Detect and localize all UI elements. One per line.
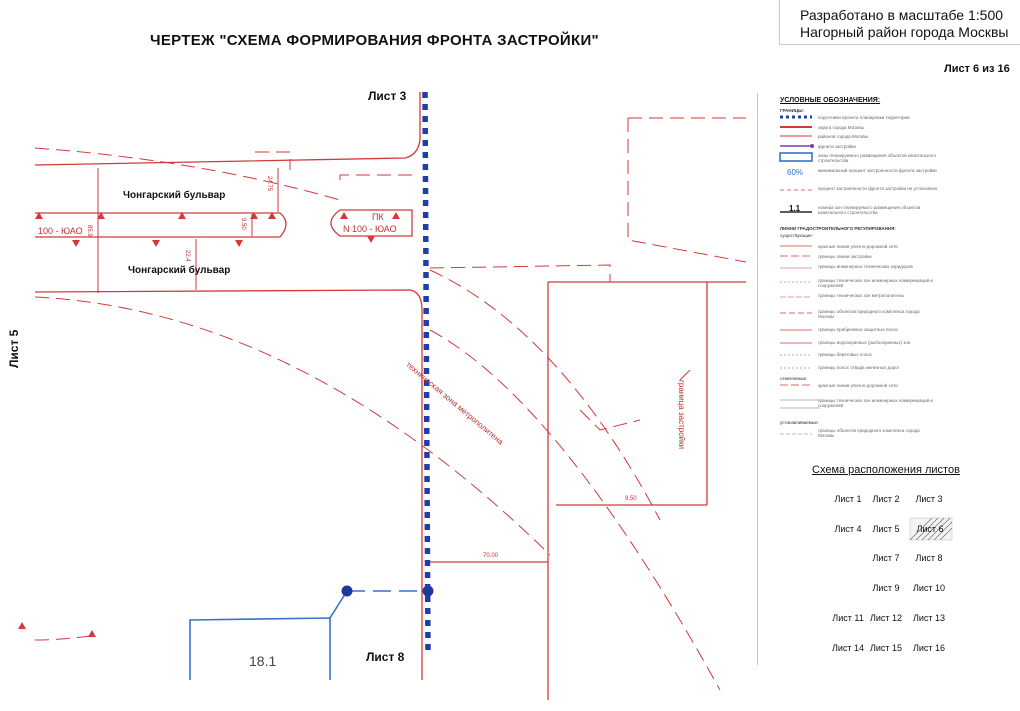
red-line-median-2 bbox=[330, 209, 413, 237]
district-note: Нагорный район города Москвы bbox=[800, 24, 1009, 40]
neighbor-sheet-bottom: Лист 8 bbox=[366, 650, 405, 664]
legend-pct-symbol: 60% bbox=[787, 168, 804, 177]
legend-item: красные линии улично-дорожной сети bbox=[818, 383, 898, 388]
dimension-5: 9.50 bbox=[625, 496, 637, 502]
legend-item: границы технических зон инженерных комму… bbox=[818, 278, 933, 288]
layout-cell: Лист 10 bbox=[912, 583, 946, 593]
street-label-2: Чонгарский бульвар bbox=[128, 265, 231, 276]
legend-title: УСЛОВНЫЕ ОБОЗНАЧЕНИЯ: bbox=[780, 97, 881, 104]
legend-item: границы технических зон инженерных комму… bbox=[818, 398, 933, 408]
zone-dash-6 bbox=[34, 635, 91, 641]
legend-num-symbol: 1.1 bbox=[789, 204, 801, 213]
neighbor-sheet-top: Лист 3 bbox=[368, 89, 407, 103]
legend-item: границы инженерных технических коридоров bbox=[818, 264, 913, 269]
legend-item: границы береговых полос bbox=[818, 352, 873, 357]
layout-cell: Лист 12 bbox=[869, 613, 903, 623]
zone-dash-7 bbox=[579, 409, 641, 431]
layout-cell: Лист 7 bbox=[872, 553, 900, 563]
neighbor-sheet-left: Лист 5 bbox=[7, 329, 21, 368]
street-label-1: Чонгарский бульвар bbox=[123, 190, 226, 201]
layout-scheme-title: Схема расположения листов bbox=[812, 464, 960, 476]
layout-cell: Лист 5 bbox=[872, 524, 900, 534]
layout-cell: Лист 15 bbox=[869, 643, 903, 653]
sheet-number: Лист 6 из 16 bbox=[944, 63, 1010, 75]
dimension-1: 24.75 bbox=[266, 176, 272, 192]
layout-cell: Лист 13 bbox=[912, 613, 946, 623]
dimension-3: 85.9 bbox=[86, 225, 92, 237]
zone-boundaries bbox=[34, 117, 747, 691]
legend-section-borders: ГРАНИЦЫ: bbox=[780, 108, 805, 113]
plot-number: 18.1 bbox=[249, 653, 277, 669]
legend-section-cancelled: отменяемые: bbox=[780, 376, 808, 381]
legend-item: границы объектов природного комплекса го… bbox=[818, 309, 920, 319]
legend-item: границы линии застройки bbox=[818, 254, 872, 259]
current-sheet-hatch bbox=[909, 517, 953, 541]
dimension-6: 70.00 bbox=[483, 553, 499, 559]
zone-dash-8 bbox=[679, 369, 691, 381]
road-code-1: 100 - ЮАО bbox=[38, 226, 83, 236]
zone-dash-3 bbox=[627, 118, 747, 263]
layout-cell: Лист 4 bbox=[834, 524, 862, 534]
legend-item: минимальный процент застроенности фронта… bbox=[818, 168, 937, 173]
triangle-markers bbox=[18, 212, 400, 637]
legend-item: подготовки проекта планировки территории bbox=[818, 115, 910, 120]
legend-item: процент застроенности фронта застройки н… bbox=[818, 186, 938, 191]
legend-item: зоны планируемого размещения объектов ка… bbox=[818, 153, 937, 163]
legend-item: границы технических зон метрополитена bbox=[818, 293, 904, 298]
zone-dash-4 bbox=[339, 174, 415, 180]
layout-cell: Лист 11 bbox=[832, 613, 864, 623]
layout-cell: Лист 14 bbox=[831, 643, 865, 653]
layout-cell: Лист 8 bbox=[915, 553, 943, 563]
road-code-2b: N 100 - ЮАО bbox=[343, 224, 397, 234]
legend-section-established: устанавливаемые: bbox=[780, 420, 819, 425]
scale-note: Разработано в масштабе 1:500 bbox=[800, 7, 1004, 23]
red-lines bbox=[34, 92, 746, 700]
legend-item: границы водоохранных (рыбоохранных) зон bbox=[818, 340, 911, 345]
zone-dash-5 bbox=[255, 151, 291, 170]
legend-item: фронта застройки bbox=[818, 144, 856, 149]
legend-item: номера зон планируемого размещения объек… bbox=[818, 205, 921, 215]
legend-item: границы объектов природного комплекса го… bbox=[818, 428, 920, 438]
metro-curve-2 bbox=[429, 269, 661, 521]
zone-curve-left bbox=[34, 296, 551, 556]
project-boundary-line bbox=[422, 91, 431, 656]
red-line-median-1 bbox=[35, 212, 287, 238]
road-code-2a: ПК bbox=[372, 212, 384, 222]
layout-cell-current: Лист 6 bbox=[916, 524, 944, 534]
drawing-title: ЧЕРТЕЖ "СХЕМА ФОРМИРОВАНИЯ ФРОНТА ЗАСТРО… bbox=[150, 32, 599, 49]
legend-panel bbox=[757, 93, 1020, 665]
dimension-4: 22.4 bbox=[184, 250, 190, 262]
plot-outline bbox=[189, 590, 428, 680]
layout-cell: Лист 1 bbox=[834, 494, 862, 504]
metro-curve-1 bbox=[429, 329, 721, 691]
layout-cell: Лист 16 bbox=[912, 643, 946, 653]
zone-dash-1 bbox=[429, 264, 611, 282]
node-point-1 bbox=[341, 585, 353, 597]
info-box bbox=[779, 0, 1020, 45]
layout-cell: Лист 3 bbox=[915, 494, 943, 504]
legend-item: границы прибрежных защитных полос bbox=[818, 327, 899, 332]
layout-cell: Лист 2 bbox=[872, 494, 900, 504]
zone-curve-top bbox=[34, 147, 341, 201]
legend-item: красные линии улично-дорожной сети bbox=[818, 244, 898, 249]
legend-item: округа города Москвы bbox=[818, 125, 864, 130]
red-line-lower bbox=[34, 289, 423, 680]
legend-item: районов города Москвы bbox=[818, 134, 869, 139]
dimension-2: 9.50 bbox=[240, 218, 246, 230]
legend-item: границы полос отвода железных дорог bbox=[818, 365, 900, 370]
zone-label-build: граница застройки bbox=[677, 380, 686, 450]
legend-symbols bbox=[779, 115, 820, 435]
red-line-upper bbox=[34, 92, 421, 166]
layout-cell: Лист 9 bbox=[872, 583, 900, 593]
legend-section-existing: существующие: bbox=[780, 233, 813, 238]
legend-section-regulation: ЛИНИИ ГРАДОСТРОИТЕЛЬНОГО РЕГУЛИРОВАНИЯ: bbox=[780, 226, 896, 231]
